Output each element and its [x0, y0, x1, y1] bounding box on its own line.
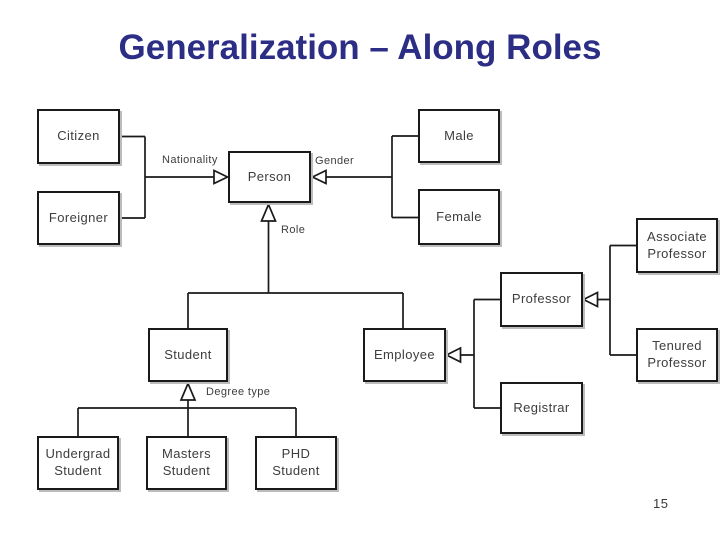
page-number: 15	[653, 496, 669, 511]
node-citizen-label: Citizen	[57, 128, 100, 144]
node-employee: Employee	[363, 328, 446, 382]
node-employee-label: Employee	[373, 346, 435, 362]
node-tenured-professor-label: Tenured Professor	[647, 338, 707, 370]
node-female: Female	[418, 189, 500, 245]
node-male-label: Male	[444, 127, 474, 143]
node-associate-professor: Associate Professor	[636, 218, 718, 273]
edge-label-degree-type: Degree type	[206, 386, 271, 398]
node-professor: Professor	[500, 272, 583, 327]
node-foreigner: Foreigner	[37, 191, 120, 245]
generalization-arrowhead-gender	[310, 169, 327, 185]
node-undergrad-student-label: Undergrad Student	[45, 446, 111, 478]
edge-label-nationality: Nationality	[162, 154, 218, 166]
node-registrar-label: Registrar	[513, 399, 570, 415]
edge-label-gender: Gender	[315, 155, 355, 167]
generalization-arrowhead-nationality	[213, 169, 230, 185]
node-phd-student: PHD Student	[255, 436, 337, 490]
edge-gender	[310, 135, 418, 219]
node-male: Male	[418, 109, 500, 163]
node-student: Student	[148, 328, 228, 382]
node-masters-student: Masters Student	[146, 436, 227, 490]
node-person-label: Person	[247, 168, 292, 184]
slide-title: Generalization – Along Roles	[118, 28, 602, 67]
edge-professor-types	[581, 244, 636, 356]
node-tenured-professor: Tenured Professor	[636, 328, 718, 382]
node-female-label: Female	[436, 208, 482, 224]
generalization-arrowhead-employee	[444, 346, 462, 364]
generalization-arrowhead-role	[260, 202, 277, 222]
edge-employee-roles	[444, 298, 500, 409]
generalization-arrowhead-professor	[581, 291, 599, 308]
node-masters-student-label: Masters Student	[161, 446, 212, 478]
node-associate-professor-label: Associate Professor	[647, 228, 707, 261]
node-citizen: Citizen	[37, 109, 120, 164]
node-registrar: Registrar	[500, 382, 583, 434]
edge-label-role: Role	[281, 224, 306, 236]
node-foreigner-label: Foreigner	[48, 209, 109, 225]
node-phd-student-label: PHD Student	[272, 446, 320, 478]
edge-nationality	[120, 135, 230, 219]
node-undergrad-student: Undergrad Student	[37, 436, 119, 490]
node-person: Person	[228, 151, 311, 203]
generalization-arrowhead-degree-type	[179, 381, 197, 401]
edge-degree-type	[77, 381, 297, 436]
node-professor-label: Professor	[511, 291, 572, 307]
edge-role	[187, 202, 404, 328]
node-student-label: Student	[164, 346, 212, 362]
